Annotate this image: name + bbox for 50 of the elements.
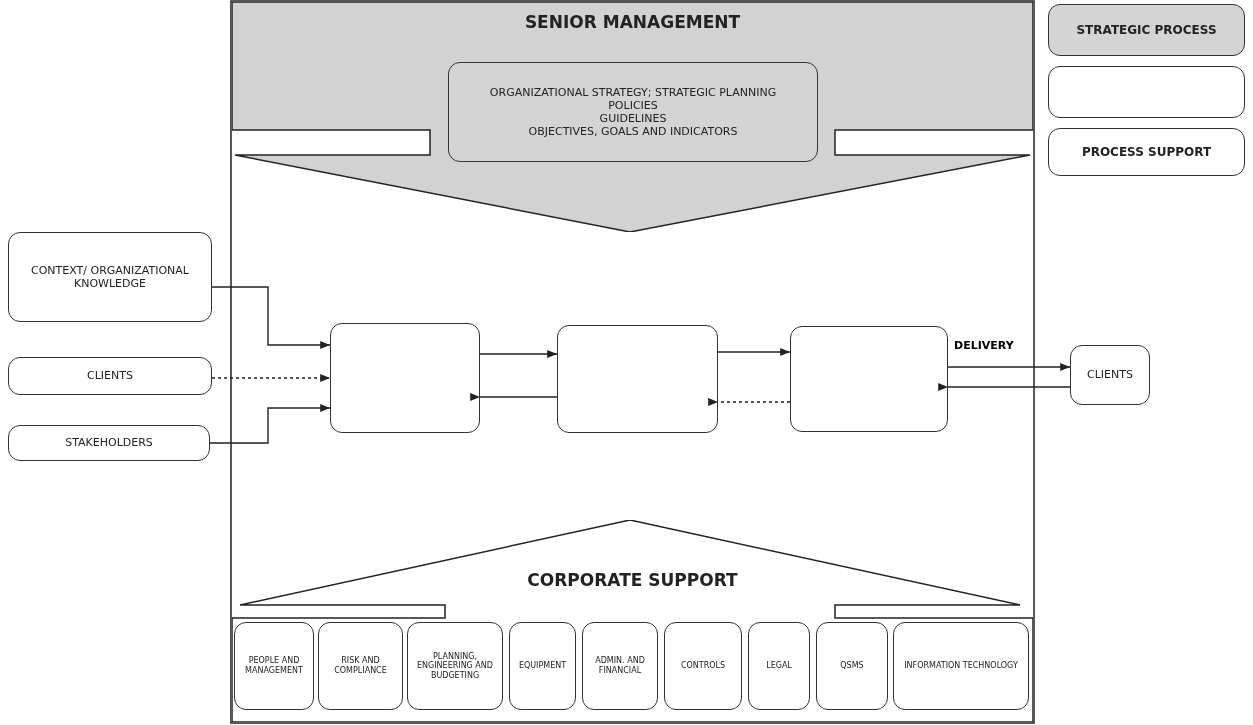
arrow: [479, 350, 558, 358]
box-label: RISK AND COMPLIANCE: [333, 656, 388, 676]
box-label: INFORMATION TECHNOLOGY: [904, 661, 1018, 671]
empty-process-box: [1048, 66, 1245, 118]
support-box: [509, 622, 576, 710]
box-label: ADMIN. AND FINANCIAL: [594, 656, 646, 676]
arrow: [209, 404, 331, 444]
support-box: [816, 622, 888, 710]
process-box: [448, 62, 818, 162]
box-label: CONTROLS: [680, 661, 726, 671]
strategy-item: GUIDELINES: [599, 112, 667, 126]
strategy-band: [232, 2, 1033, 232]
box-label: CLIENTS: [1087, 368, 1133, 382]
support-box: [234, 622, 314, 710]
support-box: [664, 622, 742, 710]
box-label: STRATEGIC PROCESS: [1076, 22, 1217, 38]
strategy-item: POLICIES: [608, 98, 658, 112]
process-box: [8, 232, 212, 322]
box-label: PLANNING, ENGINEERING AND BUDGETING: [416, 651, 494, 681]
box-label: PEOPLE AND MANAGEMENT: [244, 656, 304, 676]
arrow: [717, 348, 791, 356]
support-band: [232, 520, 1033, 722]
box-label: CONTEXT/ ORGANIZATIONAL KNOWLEDGE: [29, 263, 190, 291]
support-box: [407, 622, 503, 710]
support-box: [582, 622, 658, 710]
box-label: PROCESS SUPPORT: [1081, 144, 1212, 160]
band-heading: SENIOR MANAGEMENT: [523, 12, 742, 32]
box-label: STAKEHOLDERS: [65, 436, 153, 450]
support-box: [893, 622, 1029, 710]
box-label: QSMS: [840, 661, 864, 671]
process-box: [1070, 345, 1150, 405]
process-box: [8, 357, 212, 395]
box-label: EQUIPMENT: [518, 661, 567, 671]
box-label: LEGAL: [766, 661, 792, 671]
process-box: [8, 425, 210, 461]
empty-process-box: [790, 326, 948, 432]
band-heading: CORPORATE SUPPORT: [526, 570, 739, 590]
box-label: CLIENTS: [87, 369, 133, 383]
support-box: [748, 622, 810, 710]
empty-process-box: [557, 325, 718, 433]
edge-label: DELIVERY: [952, 339, 1016, 352]
strategy-item: OBJECTIVES, GOALS AND INDICATORS: [528, 125, 738, 139]
arrow: [211, 374, 331, 382]
support-box: [318, 622, 403, 710]
arrow: [211, 286, 331, 349]
process-box: [1048, 128, 1245, 176]
arrow: [947, 363, 1071, 371]
strategy-item: ORGANIZATIONAL STRATEGY; STRATEGIC PLANNING: [489, 85, 777, 99]
process-box: [1048, 4, 1245, 56]
empty-process-box: [330, 323, 480, 433]
